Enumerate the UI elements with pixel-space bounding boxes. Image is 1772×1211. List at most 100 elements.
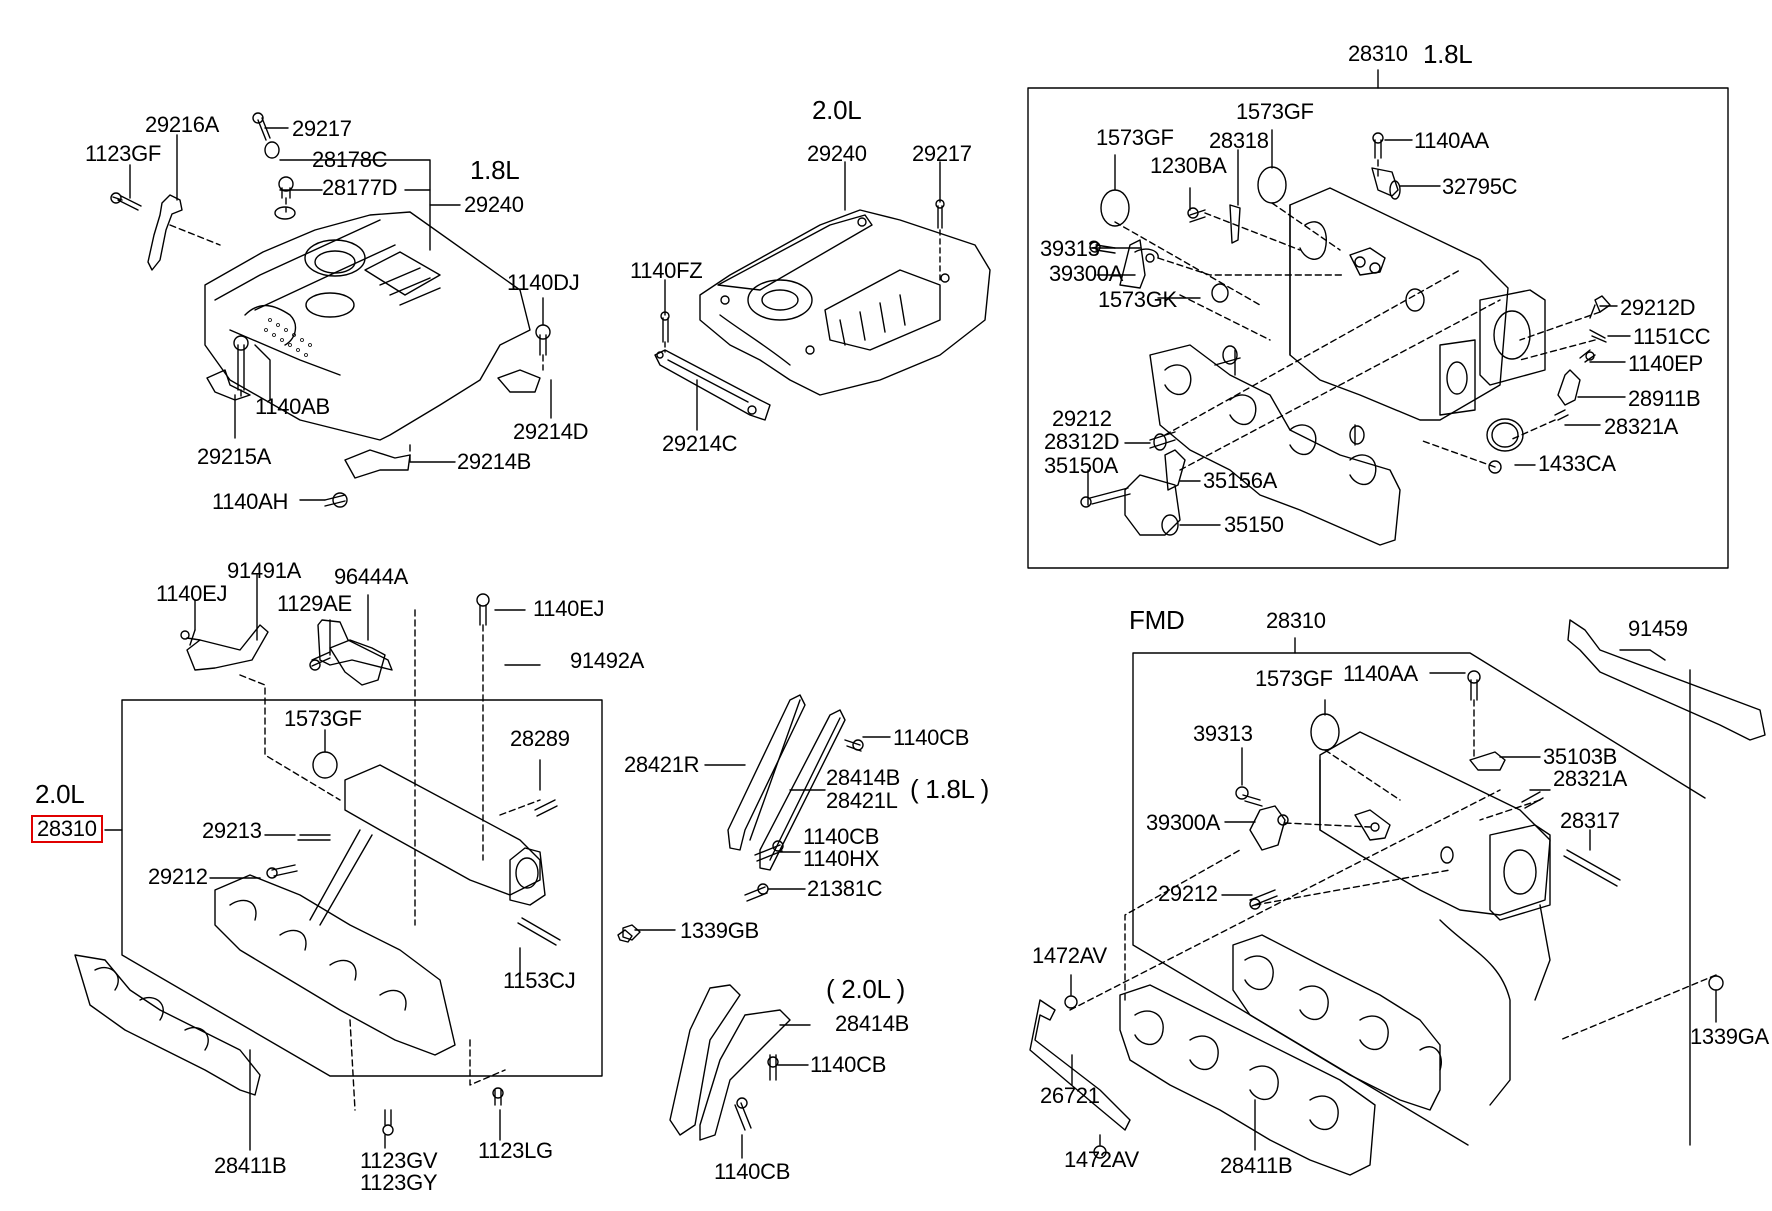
callout-39313-fmd[interactable]: 39313 bbox=[1193, 721, 1253, 746]
callout-1573GF-20[interactable]: 1573GF bbox=[284, 706, 362, 731]
callout-1140CB-c[interactable]: 1140CB bbox=[810, 1052, 887, 1077]
callout-28414B-b[interactable]: 28414B bbox=[835, 1011, 910, 1036]
callout-1123GY[interactable]: 1123GY bbox=[360, 1170, 438, 1195]
manifold-18-leaders bbox=[1087, 129, 1631, 526]
callout-28310-fmd[interactable]: 28310 bbox=[1266, 608, 1326, 633]
callout-29212-fmd[interactable]: 29212 bbox=[1158, 881, 1218, 906]
callout-1573GF-fmd[interactable]: 1573GF bbox=[1255, 666, 1333, 691]
variant-label-18: 1.8L bbox=[470, 155, 520, 185]
manifold-20-drawing bbox=[74, 593, 633, 1136]
callout-1433CA[interactable]: 1433CA bbox=[1538, 451, 1616, 476]
manifold-20-frame bbox=[104, 699, 603, 1077]
callout-1123LG[interactable]: 1123LG bbox=[478, 1138, 553, 1163]
callout-29216A[interactable]: 29216A bbox=[145, 112, 220, 137]
manifold-18-frame bbox=[1027, 69, 1729, 569]
callout-1140HX[interactable]: 1140HX bbox=[803, 846, 880, 871]
engine-cover-20-drawing bbox=[654, 199, 991, 421]
callout-1140EJ-b[interactable]: 1140EJ bbox=[533, 596, 605, 621]
callout-35156A[interactable]: 35156A bbox=[1203, 468, 1278, 493]
callout-29212D[interactable]: 29212D bbox=[1620, 295, 1696, 320]
callout-1140EJ-a[interactable]: 1140EJ bbox=[156, 581, 228, 606]
callout-26721[interactable]: 26721 bbox=[1040, 1083, 1100, 1108]
callout-39300A-fmd[interactable]: 39300A bbox=[1146, 810, 1221, 835]
callout-35103B[interactable]: 35103B bbox=[1543, 744, 1618, 769]
callout-1472AV-b[interactable]: 1472AV bbox=[1064, 1147, 1139, 1172]
callout-29215A[interactable]: 29215A bbox=[197, 444, 272, 469]
variant-label-20-manifold: 2.0L bbox=[35, 779, 85, 809]
callout-28321A-18[interactable]: 28321A bbox=[1604, 414, 1679, 439]
manifold-fmd-leaders bbox=[1070, 649, 1717, 1151]
callout-1140AH[interactable]: 1140AH bbox=[212, 489, 289, 514]
stays-leaders bbox=[634, 736, 891, 1159]
callout-28178C[interactable]: 28178C bbox=[312, 147, 388, 172]
callout-29217[interactable]: 29217 bbox=[292, 116, 352, 141]
callout-1140CB-d[interactable]: 1140CB bbox=[714, 1159, 791, 1184]
manifold-fmd-frame bbox=[1132, 637, 1706, 1146]
manifold-18-drawing bbox=[1080, 132, 1611, 546]
stays-drawing bbox=[622, 694, 864, 1141]
manifold-20-leaders bbox=[194, 574, 541, 1151]
callout-28421L[interactable]: 28421L bbox=[826, 788, 898, 813]
callout-35150[interactable]: 35150 bbox=[1224, 512, 1284, 537]
callout-28411B-fmd[interactable]: 28411B bbox=[1220, 1153, 1293, 1178]
callout-28310-18[interactable]: 28310 bbox=[1348, 41, 1408, 66]
callout-1472AV-a[interactable]: 1472AV bbox=[1032, 943, 1107, 968]
callout-29213[interactable]: 29213 bbox=[202, 818, 262, 843]
engine-cover-20-leaders bbox=[664, 161, 941, 431]
callout-1123GV[interactable]: 1123GV bbox=[360, 1148, 438, 1173]
callout-29212-20[interactable]: 29212 bbox=[148, 864, 208, 889]
callout-1123GF[interactable]: 1123GF bbox=[85, 141, 162, 166]
callout-28312D[interactable]: 28312D bbox=[1044, 429, 1120, 454]
callout-1140DJ[interactable]: 1140DJ bbox=[507, 270, 580, 295]
callout-39300A-18[interactable]: 39300A bbox=[1049, 261, 1124, 286]
callout-28310-20-highlighted[interactable]: 28310 bbox=[31, 815, 103, 843]
callout-1230BA[interactable]: 1230BA bbox=[1150, 153, 1227, 178]
callout-1140AA-18[interactable]: 1140AA bbox=[1414, 128, 1489, 153]
variant-label-fmd: FMD bbox=[1129, 605, 1185, 635]
callout-1573GK[interactable]: 1573GK bbox=[1098, 287, 1177, 312]
callout-1151CC[interactable]: 1151CC bbox=[1633, 324, 1711, 349]
callout-29214B[interactable]: 29214B bbox=[457, 449, 532, 474]
callout-28317[interactable]: 28317 bbox=[1560, 808, 1620, 833]
callout-35150A[interactable]: 35150A bbox=[1044, 453, 1119, 478]
callout-1339GB[interactable]: 1339GB bbox=[680, 918, 759, 943]
variant-label-stays-18: ( 1.8L ) bbox=[910, 774, 990, 804]
callout-28289[interactable]: 28289 bbox=[510, 726, 570, 751]
callout-32795C[interactable]: 32795C bbox=[1442, 174, 1518, 199]
callout-21381C[interactable]: 21381C bbox=[807, 876, 883, 901]
callout-1573GF-18a[interactable]: 1573GF bbox=[1096, 125, 1174, 150]
callout-28321A-fmd[interactable]: 28321A bbox=[1553, 766, 1628, 791]
callout-29212-18[interactable]: 29212 bbox=[1052, 406, 1112, 431]
callout-1339GA[interactable]: 1339GA bbox=[1690, 1024, 1769, 1049]
callout-28318[interactable]: 28318 bbox=[1209, 128, 1269, 153]
callout-29214C[interactable]: 29214C bbox=[662, 431, 738, 456]
variant-label-20-cover: 2.0L bbox=[812, 95, 862, 125]
callout-1129AE[interactable]: 1129AE bbox=[277, 591, 352, 616]
callout-28421R[interactable]: 28421R bbox=[624, 752, 700, 777]
callout-28411B-20[interactable]: 28411B bbox=[214, 1153, 287, 1178]
callout-29240[interactable]: 29240 bbox=[464, 192, 524, 217]
callout-1140EP[interactable]: 1140EP bbox=[1628, 351, 1703, 376]
callout-1573GF-18b[interactable]: 1573GF bbox=[1236, 99, 1314, 124]
callout-1140AA-fmd[interactable]: 1140AA bbox=[1343, 661, 1418, 686]
callout-1140FZ[interactable]: 1140FZ bbox=[630, 258, 703, 283]
callout-91492A[interactable]: 91492A bbox=[570, 648, 645, 673]
callout-1140CB-a[interactable]: 1140CB bbox=[893, 725, 970, 750]
callout-91491A[interactable]: 91491A bbox=[227, 558, 302, 583]
callout-96444A[interactable]: 96444A bbox=[334, 564, 409, 589]
variant-label-18-manifold: 1.8L bbox=[1423, 39, 1473, 69]
callout-28414B-a[interactable]: 28414B bbox=[826, 765, 901, 790]
callout-29214D[interactable]: 29214D bbox=[513, 419, 589, 444]
callout-28911B[interactable]: 28911B bbox=[1628, 386, 1701, 411]
callout-28177D[interactable]: 28177D bbox=[322, 175, 398, 200]
callout-91459[interactable]: 91459 bbox=[1628, 616, 1688, 641]
callout-1140AB[interactable]: 1140AB bbox=[255, 394, 330, 419]
callout-1140CB-b[interactable]: 1140CB bbox=[803, 824, 880, 849]
variant-label-stays-20: ( 2.0L ) bbox=[826, 974, 906, 1004]
manifold-fmd-drawing bbox=[1029, 619, 1766, 1176]
callout-29217-20[interactable]: 29217 bbox=[912, 141, 972, 166]
callout-29240-20[interactable]: 29240 bbox=[807, 141, 867, 166]
callout-39313-18[interactable]: 39313 bbox=[1040, 236, 1100, 261]
callout-1153CJ[interactable]: 1153CJ bbox=[503, 968, 576, 993]
